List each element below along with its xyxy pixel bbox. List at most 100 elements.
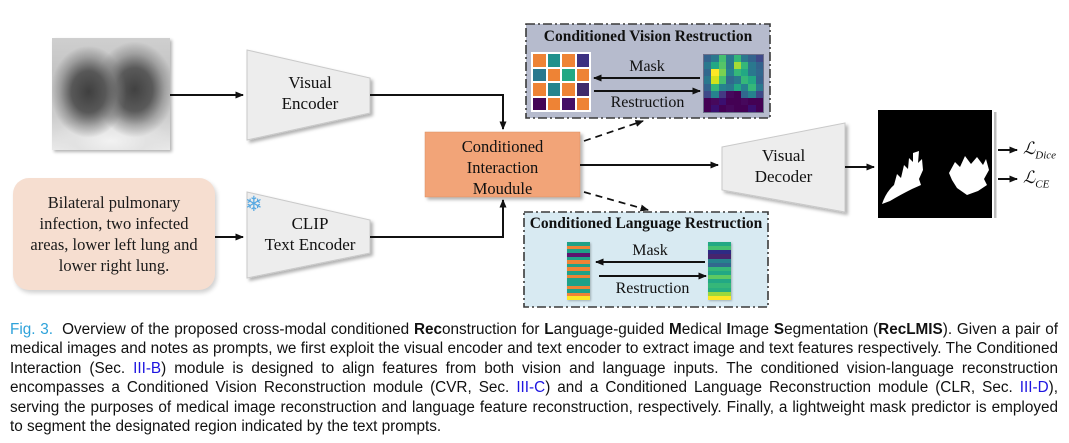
feature-patch [576, 68, 589, 81]
heatmap-pixel [711, 62, 719, 70]
feature-patch [576, 97, 589, 110]
heatmap-pixel [726, 62, 734, 70]
language-feature-stripe [708, 291, 731, 296]
snowflake-icon: ❄ [245, 192, 263, 216]
clr-restruction-label: Restruction [615, 280, 690, 297]
heatmap-pixel [740, 97, 749, 105]
feature-patch [533, 83, 546, 96]
heatmap-pixel [726, 69, 734, 77]
feature-patch [562, 68, 575, 81]
heatmap-pixel [755, 55, 763, 63]
caption-text: M [669, 321, 682, 338]
language-feature-stripe [567, 242, 590, 246]
heatmap-pixel [755, 104, 763, 112]
cvr-restruction-label: Restruction [610, 94, 685, 111]
heatmap-pixel [748, 62, 756, 70]
cim-to-cvr-dashed-arrow [583, 120, 644, 142]
conditioned-interaction-module-label: Conditioned Interaction Moudule [461, 137, 544, 198]
heatmap-pixel [704, 76, 712, 84]
feature-patch [547, 83, 560, 96]
language-feature-stripe [567, 274, 590, 279]
language-feature-stripe [567, 289, 590, 293]
section-link[interactable]: III-D [1019, 379, 1049, 397]
clip-text-encoder-shape [246, 191, 371, 279]
caption-text: edical [681, 321, 727, 338]
heatmap-pixel [748, 55, 756, 63]
heatmap-pixel [755, 97, 763, 105]
caption-text: mage [730, 321, 774, 338]
language-feature-stripe [708, 275, 731, 280]
heatmap-pixel [740, 55, 749, 63]
heatmap-pixel [740, 90, 749, 98]
caption-text: ) module is designed to align features f… [10, 359, 1058, 397]
language-feature-stripe [708, 279, 731, 284]
clip-to-cim-arrow [370, 199, 507, 238]
heatmap-pixel [748, 90, 756, 98]
visual-decoder-label: Visual Decoder [754, 146, 813, 186]
language-feature-stripe [708, 270, 731, 276]
heatmap-pixel [718, 97, 727, 105]
clr-left-bar [567, 242, 590, 300]
heatmap-pixel [704, 90, 712, 98]
language-feature-stripe [567, 296, 590, 300]
heatmap-pixel [704, 97, 712, 105]
feature-patch [562, 83, 575, 96]
caption-text: RecLMIS [878, 321, 943, 338]
feature-patch [533, 97, 546, 110]
heatmap-pixel [740, 76, 749, 84]
caption-text: egmentation ( [784, 321, 879, 338]
caption-text: L [544, 321, 554, 338]
feature-patch [547, 68, 560, 81]
language-feature-stripe [708, 242, 731, 247]
language-feature-stripe [708, 250, 731, 255]
heatmap-pixel [748, 104, 756, 112]
heatmap-pixel [718, 83, 727, 91]
language-feature-stripe [708, 246, 731, 251]
caption-text: ). Given a pair of medical images and no… [10, 321, 1059, 377]
heatmap-pixel [726, 97, 734, 105]
language-feature-stripe [567, 267, 590, 271]
heatmap-pixel [718, 55, 727, 63]
language-feature-stripe [708, 287, 731, 292]
language-feature-stripe [708, 283, 731, 288]
chest-xray-image [52, 38, 170, 150]
heatmap-pixel [740, 83, 749, 91]
encoder-to-cim-arrow [370, 94, 507, 130]
conditioned-interaction-module-box [424, 131, 581, 198]
feature-patch [533, 54, 546, 67]
heatmap-pixel [704, 104, 712, 112]
heatmap-pixel [733, 55, 741, 63]
section-link[interactable]: III-C [516, 379, 546, 397]
dice-loss-label: ℒDice [1023, 139, 1057, 162]
heatmap-pixel [755, 76, 763, 84]
section-link[interactable]: III-B [133, 359, 162, 377]
heatmap-pixel [755, 69, 763, 77]
caption-text: onstruction for [442, 321, 545, 338]
heatmap-pixel [704, 69, 712, 77]
heatmap-pixel [704, 62, 712, 70]
heatmap-pixel [726, 104, 734, 112]
heatmap-pixel [704, 83, 712, 91]
feature-patch [547, 54, 560, 67]
heatmap-pixel [718, 76, 727, 84]
heatmap-pixel [711, 104, 719, 112]
heatmap-pixel [733, 97, 741, 105]
language-feature-stripe [708, 258, 731, 263]
ce-loss-label: ℒCE [1023, 168, 1050, 191]
cvr-mask-label: Mask [629, 58, 665, 75]
cvr-title: Conditioned Vision Restruction [543, 28, 753, 45]
feature-patch [547, 97, 560, 110]
caption-text: Rec [413, 321, 442, 338]
language-feature-stripe [567, 285, 590, 290]
caption-text: ), serving the purposes of medical image… [10, 379, 1058, 436]
language-feature-stripe [567, 281, 590, 286]
clr-right-bar [708, 242, 731, 300]
diagram-shapes-and-arrows [170, 23, 1018, 308]
language-feature-stripe [708, 254, 731, 259]
heatmap-pixel [726, 83, 734, 91]
cvr-heatmap [703, 54, 764, 113]
heatmap-pixel [755, 62, 763, 70]
heatmap-pixel [726, 90, 734, 98]
heatmap-pixel [755, 83, 763, 91]
heatmap-pixel [711, 69, 719, 77]
